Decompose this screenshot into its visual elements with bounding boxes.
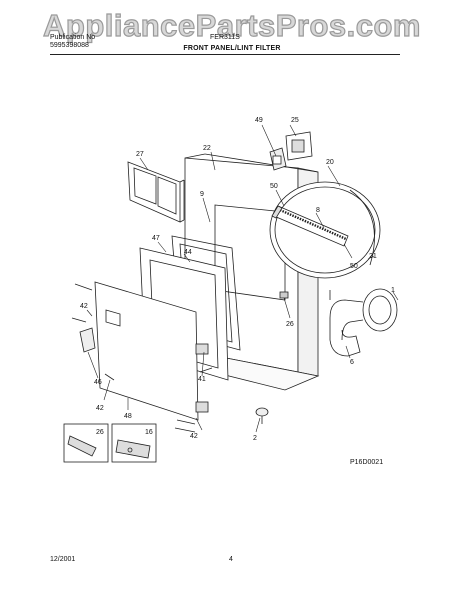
callout-16-detail: 16	[145, 429, 153, 436]
door-hinges-41	[195, 343, 209, 413]
watermark-logo: AppliancePartsPros.com	[42, 7, 421, 43]
switch-assembly-49	[269, 147, 287, 171]
callout-8: 8	[316, 207, 320, 214]
callout-22: 22	[203, 145, 211, 152]
leveling-foot-2	[255, 407, 269, 424]
callout-42-bottom: 42	[190, 433, 198, 440]
callout-2: 2	[253, 435, 257, 442]
page-number: 4	[229, 556, 233, 563]
lint-filter-housing-8	[271, 205, 349, 247]
callout-49: 49	[255, 117, 263, 124]
callout-48: 48	[124, 413, 132, 420]
callout-26-detail: 26	[96, 429, 104, 436]
footer-date: 12/2001	[50, 556, 76, 563]
page-title: FRONT PANEL/LINT FILTER	[183, 45, 281, 52]
door-handle-46	[79, 327, 96, 353]
model-number: FER311S	[210, 34, 240, 41]
callout-20: 20	[326, 159, 334, 166]
screws-42	[71, 283, 213, 433]
callout-25: 25	[291, 117, 299, 124]
callout-50-top: 50	[270, 183, 278, 190]
publication-label: Publication No	[50, 34, 96, 41]
publication-number: 5995398088	[50, 42, 89, 49]
exhaust-duct-1	[329, 288, 398, 341]
door-switch-26	[279, 291, 289, 299]
figure-code: P16D0021	[350, 459, 384, 466]
bracket-25	[285, 131, 313, 161]
callout-41: 41	[198, 376, 206, 383]
callout-44: 44	[184, 249, 192, 256]
callout-9: 9	[200, 191, 204, 198]
callout-labels: 49 25 27 22 20 9 50 8 47 44 50 21 42 1 2…	[80, 117, 395, 442]
outer-door-48	[94, 281, 199, 421]
callout-47: 47	[152, 235, 160, 242]
lint-filter-screen-27	[127, 161, 185, 223]
duct-elbow-6	[329, 290, 361, 357]
callout-42-left: 42	[80, 303, 88, 310]
callout-leaders	[86, 124, 399, 433]
callout-50-right: 50	[350, 263, 358, 270]
detail-box-16	[111, 423, 157, 463]
callout-42-mid: 42	[96, 405, 104, 412]
callout-6: 6	[350, 359, 354, 366]
callout-1: 1	[391, 287, 395, 294]
header-divider	[50, 54, 400, 55]
callout-21: 21	[369, 253, 377, 260]
callout-46: 46	[94, 379, 102, 386]
callout-26-panel: 26	[286, 321, 294, 328]
detail-box-26	[63, 423, 109, 463]
callout-27: 27	[136, 151, 144, 158]
